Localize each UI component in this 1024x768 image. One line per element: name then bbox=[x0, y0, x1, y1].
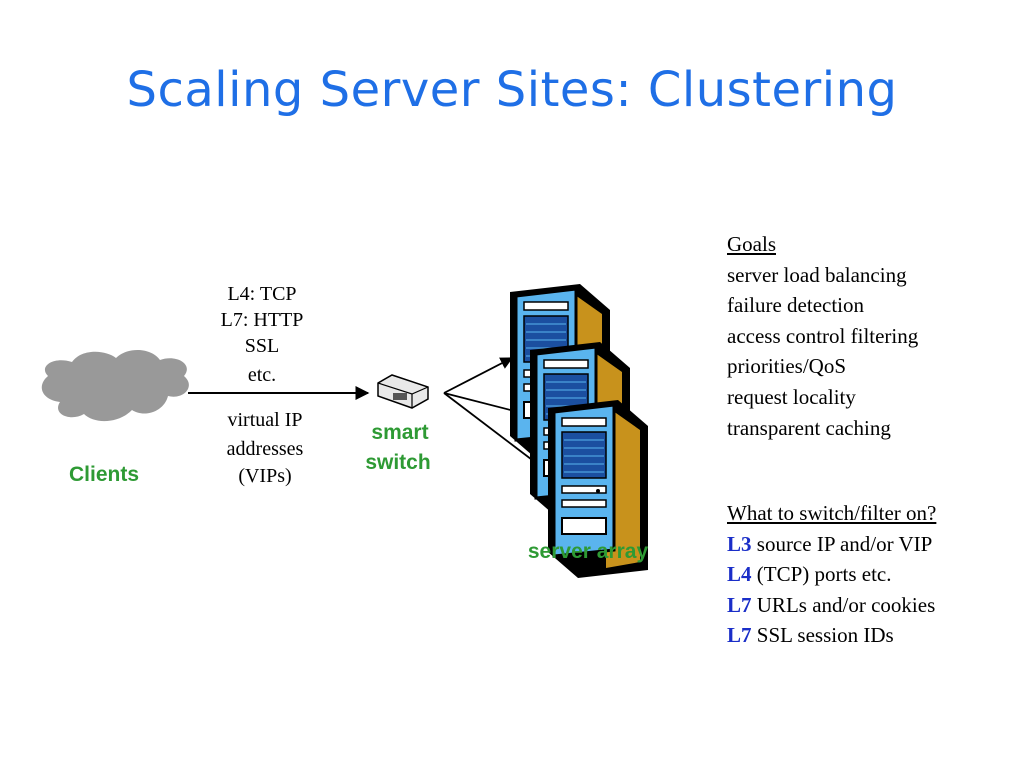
criteria-item: L3 source IP and/or VIP bbox=[727, 529, 936, 560]
layer-label: L3 bbox=[727, 531, 752, 556]
layer-label: L7 bbox=[727, 623, 752, 648]
clients-cloud-icon bbox=[41, 349, 189, 422]
switch-label-line: smart bbox=[371, 421, 428, 444]
goal-item: transparent caching bbox=[727, 415, 891, 440]
protocol-labels: L4: TCP L7: HTTP SSL etc. bbox=[221, 283, 304, 386]
layer-label: L7 bbox=[727, 592, 752, 617]
goal-item: request locality bbox=[727, 384, 856, 409]
criteria-item: L7 SSL session IDs bbox=[727, 620, 936, 651]
server-array-label: server array bbox=[528, 540, 649, 563]
criteria-item: L7 URLs and/or cookies bbox=[727, 590, 936, 621]
goal-item: priorities/QoS bbox=[727, 354, 846, 379]
criteria-text: URLs and/or cookies bbox=[756, 592, 936, 617]
goal-item: access control filtering bbox=[727, 323, 919, 348]
slide-title: Scaling Server Sites: Clustering bbox=[126, 62, 898, 118]
protocol-line: SSL bbox=[245, 335, 279, 357]
protocol-line: L4: TCP bbox=[227, 283, 296, 305]
clients-label: Clients bbox=[69, 463, 139, 486]
switch-to-server-1-arrow bbox=[443, 357, 514, 394]
goals-panel: Goals server load balancing failure dete… bbox=[727, 229, 918, 443]
vip-labels: virtual IP addresses (VIPs) bbox=[227, 409, 304, 487]
switch-criteria-panel: What to switch/filter on? L3 source IP a… bbox=[727, 498, 936, 651]
protocol-line: etc. bbox=[248, 364, 276, 386]
switch-label-line: switch bbox=[365, 451, 430, 474]
switch-criteria-heading: What to switch/filter on? bbox=[727, 501, 937, 525]
vip-line: addresses bbox=[227, 438, 304, 460]
goal-item: failure detection bbox=[727, 293, 865, 318]
criteria-text: (TCP) ports etc. bbox=[756, 562, 892, 587]
goal-item: server load balancing bbox=[727, 262, 907, 287]
smart-switch-icon bbox=[377, 374, 429, 409]
protocol-line: L7: HTTP bbox=[221, 309, 304, 331]
criteria-text: source IP and/or VIP bbox=[756, 531, 933, 556]
criteria-item: L4 (TCP) ports etc. bbox=[727, 559, 936, 590]
goals-heading: Goals bbox=[727, 232, 776, 256]
criteria-text: SSL session IDs bbox=[756, 623, 894, 648]
layer-label: L4 bbox=[727, 562, 752, 587]
vip-line: virtual IP bbox=[228, 409, 303, 431]
vip-line: (VIPs) bbox=[238, 465, 291, 487]
